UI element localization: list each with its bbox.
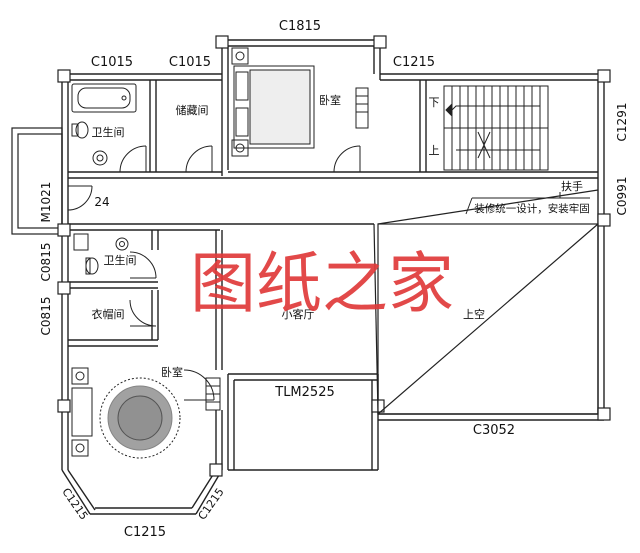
staircase — [443, 85, 549, 171]
stair-label-up: 上 — [429, 144, 440, 157]
toilet-top — [71, 121, 89, 139]
door-label-tlm2525: TLM2525 — [274, 385, 334, 400]
window-label-c1015-left: C1015 — [91, 55, 133, 70]
window-label-c1015-right: C1015 — [169, 55, 211, 70]
columns — [57, 35, 611, 477]
window-label-c1215-diag-left: C1215 — [59, 486, 90, 523]
decoration-note: 装修统一设计，安装牢固 — [474, 202, 590, 215]
round-bed — [71, 367, 181, 459]
window-label-c1215-bottom: C1215 — [124, 525, 166, 540]
window-label-c1215-top: C1215 — [393, 55, 435, 70]
room-label-closet: 衣帽间 — [92, 307, 125, 321]
room-label-bath-mid: 卫生间 — [104, 253, 137, 267]
room-label-open-to-below: 上空 — [463, 307, 485, 321]
window-label-c1815: C1815 — [279, 19, 321, 34]
door-number-label: 24 — [94, 195, 109, 209]
room-label-bedroom-top: 卧室 — [319, 93, 341, 107]
window-label-c0991: C0991 — [615, 177, 629, 216]
wardrobe-rails — [355, 87, 369, 129]
room-label-bedroom-bottom: 卧室 — [161, 365, 183, 379]
sink-top — [92, 150, 108, 166]
stair-label-down: 下 — [429, 96, 440, 109]
doors — [67, 145, 361, 401]
bath-mid-fixtures — [73, 233, 129, 275]
window-label-c0815-lower: C0815 — [39, 297, 53, 336]
watermark-text: 图纸之家 — [190, 245, 454, 322]
bottom-rail — [205, 377, 221, 411]
bathtub — [71, 83, 137, 113]
window-label-c1215-diag-right: C1215 — [196, 486, 227, 523]
window-label-c0815-upper: C0815 — [39, 243, 53, 282]
window-label-c1291: C1291 — [615, 103, 629, 142]
room-label-living-small: 小客厅 — [282, 307, 315, 321]
room-label-bath-top: 卫生间 — [92, 125, 125, 139]
room-label-storage: 储藏间 — [176, 103, 209, 117]
open-to-below-area — [373, 189, 599, 415]
window-label-c3052: C3052 — [473, 423, 515, 438]
bed-top — [231, 47, 315, 157]
handrail-leader — [465, 192, 590, 215]
handrail-label: 扶手 — [561, 179, 583, 193]
door-label-m1021: M1021 — [39, 182, 53, 223]
left-balcony — [11, 127, 63, 235]
